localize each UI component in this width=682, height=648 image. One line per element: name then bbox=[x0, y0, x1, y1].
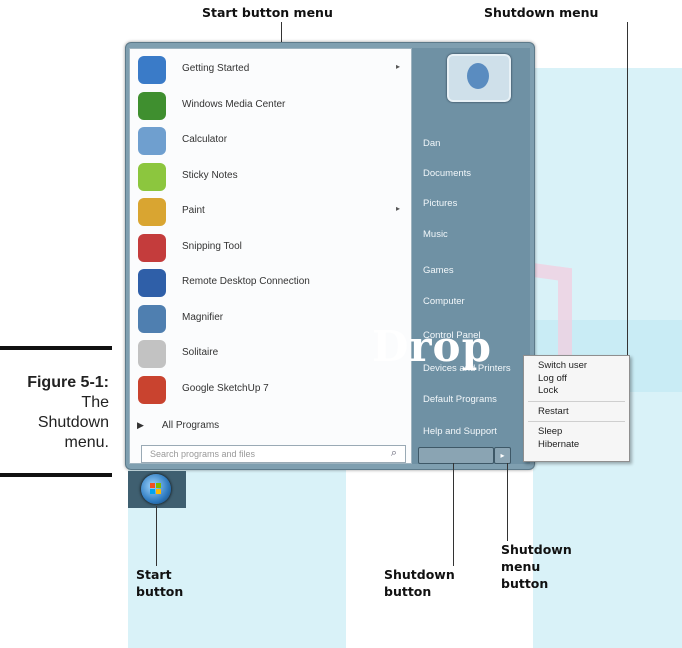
snipping-tool-icon bbox=[138, 233, 166, 262]
shutdown-button[interactable] bbox=[418, 447, 494, 464]
shutdown-option[interactable]: Sleep bbox=[538, 426, 563, 437]
shutdown-menu-button-callout-line-2: menu bbox=[501, 559, 541, 574]
program-item[interactable]: Sticky Notes bbox=[130, 160, 413, 194]
shutdown-menu-button[interactable]: ▸ bbox=[494, 447, 511, 464]
start-button-callout-line-2: button bbox=[136, 584, 184, 599]
shutdown-option[interactable]: Lock bbox=[538, 385, 559, 396]
program-label: Solitaire bbox=[182, 347, 219, 358]
calculator-icon bbox=[138, 127, 166, 155]
media-center-icon bbox=[138, 91, 166, 120]
start-button-callout-line bbox=[156, 506, 157, 566]
shutdown-button-callout-line-1: Shutdown bbox=[384, 567, 455, 582]
getting-started-icon bbox=[138, 56, 166, 84]
program-label: Paint bbox=[182, 205, 205, 216]
caption-line-3: menu. bbox=[64, 434, 109, 451]
start-button[interactable] bbox=[141, 474, 171, 504]
search-input[interactable]: Search programs and files ⌕ bbox=[141, 445, 406, 463]
figure-caption: Figure 5-1: The Shutdown menu. bbox=[27, 373, 109, 453]
search-icon: ⌕ bbox=[390, 447, 397, 459]
all-programs-item[interactable]: ▶ All Programs bbox=[137, 420, 402, 431]
program-label: Sticky Notes bbox=[182, 169, 238, 181]
shutdown-option[interactable]: Hibernate bbox=[538, 438, 580, 450]
places-item[interactable]: Computer bbox=[423, 296, 465, 307]
program-item[interactable]: Solitaire bbox=[130, 337, 413, 371]
shutdown-button-callout-line bbox=[453, 463, 454, 566]
places-item[interactable]: Devices and Printers bbox=[423, 363, 511, 374]
caption-top-rule bbox=[0, 346, 112, 350]
submenu-arrow-icon: ▸ bbox=[396, 204, 401, 213]
shutdown-menu-callout: Shutdown menu bbox=[484, 5, 599, 20]
places-item[interactable]: Documents bbox=[423, 168, 472, 179]
program-label: Windows Media Center bbox=[182, 98, 286, 110]
shutdown-option[interactable]: Restart bbox=[538, 405, 569, 417]
places-pane bbox=[412, 48, 530, 464]
places-item[interactable]: Help and Support bbox=[423, 426, 497, 437]
program-item[interactable]: Paint ▸ bbox=[130, 195, 413, 229]
program-item[interactable]: Calculator bbox=[130, 124, 413, 158]
watermark-text: Drop bbox=[372, 322, 492, 371]
shutdown-menu-callout-line bbox=[627, 22, 628, 400]
shutdown-menu-button-callout-line-1: Shutdown bbox=[501, 542, 572, 557]
places-item[interactable]: Default Programs bbox=[423, 394, 497, 405]
all-programs-label: All Programs bbox=[161, 420, 220, 431]
shutdown-menu-button-callout-line bbox=[507, 463, 508, 541]
program-label: Remote Desktop Connection bbox=[182, 276, 310, 287]
program-label: Calculator bbox=[182, 134, 228, 145]
caption-line-1: The bbox=[81, 394, 109, 411]
user-avatar[interactable] bbox=[447, 54, 511, 102]
program-item[interactable]: Remote Desktop Connection bbox=[130, 266, 413, 300]
places-item[interactable]: Games bbox=[423, 265, 454, 276]
places-item[interactable]: Music bbox=[423, 229, 448, 240]
start-button-callout: Start button bbox=[136, 566, 183, 600]
places-item[interactable]: Control Panel bbox=[423, 330, 481, 341]
program-item[interactable]: Snipping Tool bbox=[130, 231, 413, 265]
program-label: Magnifier bbox=[182, 311, 224, 323]
shutdown-menu-button-callout: Shutdown menu button bbox=[501, 541, 572, 592]
magnifier-icon bbox=[138, 304, 166, 333]
places-item[interactable]: Dan bbox=[423, 138, 441, 149]
start-menu-callout: Start button menu bbox=[202, 5, 333, 20]
program-item[interactable]: Windows Media Center bbox=[130, 89, 413, 123]
program-label: Getting Started bbox=[182, 63, 250, 74]
solitaire-icon bbox=[138, 340, 166, 368]
user-face-icon bbox=[467, 63, 489, 89]
sticky-notes-icon bbox=[138, 162, 166, 191]
menu-separator bbox=[528, 421, 625, 422]
program-item[interactable]: Getting Started ▸ bbox=[130, 53, 413, 87]
paint-icon bbox=[138, 198, 166, 226]
figure-number: Figure 5-1: bbox=[27, 374, 109, 391]
shutdown-menu-button-callout-line-3: button bbox=[501, 576, 549, 591]
program-item[interactable]: Google SketchUp 7 bbox=[130, 373, 413, 407]
program-item[interactable]: Magnifier bbox=[130, 302, 413, 336]
play-arrow-icon: ▶ bbox=[137, 420, 144, 430]
submenu-arrow-icon: ▸ bbox=[396, 62, 401, 71]
start-button-callout-line-1: Start bbox=[136, 567, 172, 582]
program-label: Snipping Tool bbox=[182, 240, 242, 252]
program-label: Google SketchUp 7 bbox=[182, 382, 269, 394]
shutdown-button-callout: Shutdown button bbox=[384, 566, 455, 600]
sketchup-icon bbox=[138, 375, 166, 404]
places-item[interactable]: Pictures bbox=[423, 198, 458, 209]
caption-line-2: Shutdown bbox=[37, 414, 109, 431]
search-placeholder: Search programs and files bbox=[150, 449, 256, 459]
shutdown-button-callout-line-2: button bbox=[384, 584, 432, 599]
shutdown-option[interactable]: Switch user bbox=[538, 360, 588, 371]
menu-separator bbox=[528, 400, 625, 402]
remote-desktop-icon bbox=[138, 269, 166, 297]
shutdown-menu-arrow-icon: ▸ bbox=[500, 451, 505, 460]
caption-bottom-rule bbox=[0, 473, 112, 477]
shutdown-option[interactable]: Log off bbox=[538, 372, 567, 384]
windows-flag-icon bbox=[150, 483, 162, 495]
